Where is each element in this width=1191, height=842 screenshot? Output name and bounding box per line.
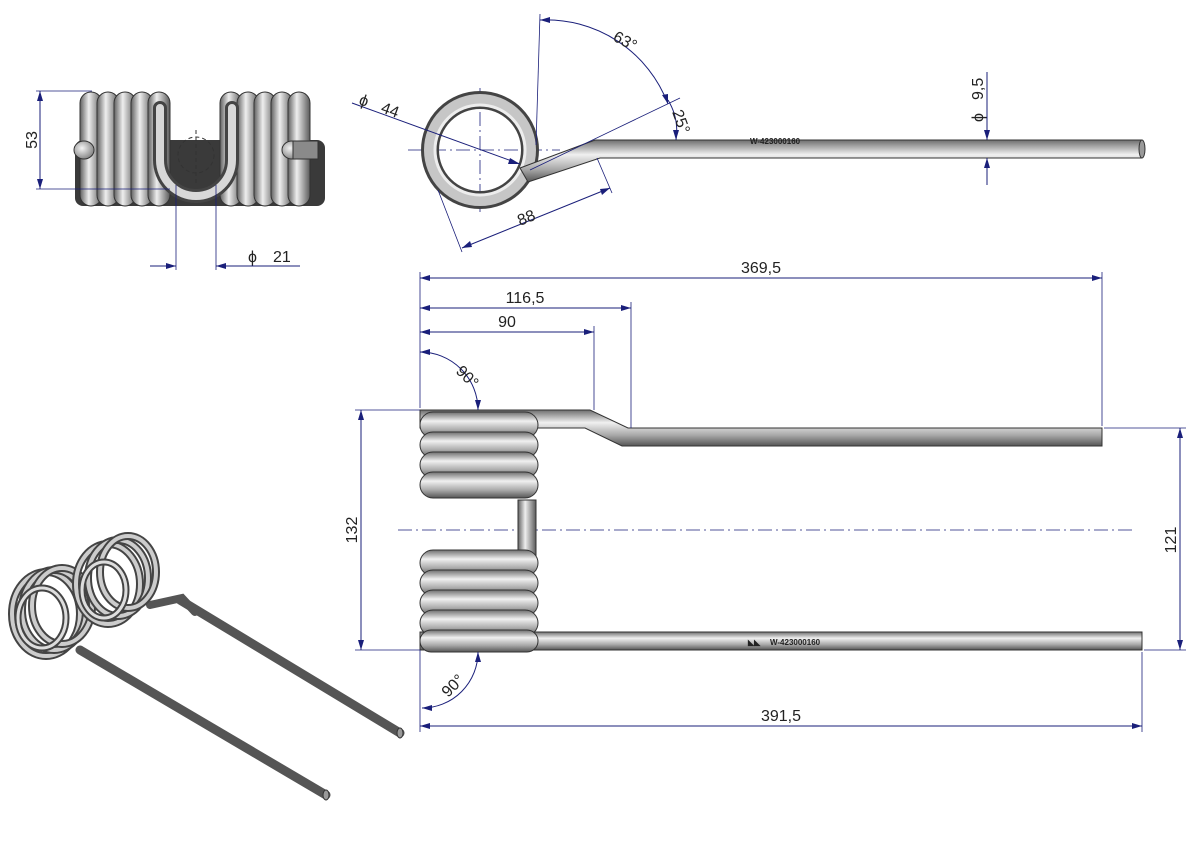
right-angle-bottom-label: 90° bbox=[439, 672, 468, 701]
front-view: 53 ϕ 21 bbox=[24, 90, 325, 270]
dim-bend-angle: 63° bbox=[535, 13, 669, 146]
offset-angle-label: 25° bbox=[668, 108, 692, 137]
side-view: W-423000160 ϕ 44 63° 25° bbox=[351, 13, 1146, 253]
wire-diameter-label: 9,5 bbox=[970, 78, 987, 100]
dim-total-length-top: 369,5 bbox=[419, 260, 1103, 426]
dim-bend-start: 90 bbox=[420, 314, 595, 410]
total-length-top-label: 369,5 bbox=[741, 260, 781, 277]
wire-diameter-symbol: ϕ bbox=[970, 113, 987, 122]
lower-coil bbox=[419, 549, 539, 653]
top-view-logo: ◣◣ bbox=[747, 638, 761, 647]
iso-right-coil bbox=[72, 532, 160, 628]
dim-wire-diameter: ϕ 9,5 bbox=[970, 72, 990, 185]
dim-right-angle-top: 90° bbox=[419, 349, 481, 411]
side-part-marking: W-423000160 bbox=[750, 137, 801, 146]
offset-length-label: 88 bbox=[515, 207, 538, 229]
dim-offset-start: 116,5 bbox=[420, 290, 632, 428]
upper-coil bbox=[419, 411, 539, 499]
eye-diameter-label: 44 bbox=[379, 100, 402, 122]
offset-start-label: 116,5 bbox=[506, 290, 545, 307]
loop-diameter-label: 21 bbox=[273, 249, 291, 266]
bend-start-label: 90 bbox=[498, 314, 516, 331]
coil-height-label: 53 bbox=[24, 131, 41, 149]
tine-spacing-label: 121 bbox=[1163, 527, 1180, 554]
top-view: ◣◣ W-423000160 369,5 bbox=[344, 260, 1186, 732]
dim-total-length-bottom: 391,5 bbox=[419, 650, 1143, 732]
dim-loop-diameter: ϕ 21 bbox=[150, 185, 300, 270]
eye-diameter-symbol: ϕ bbox=[357, 92, 371, 111]
total-length-bottom-label: 391,5 bbox=[761, 708, 801, 725]
bend-angle-label: 63° bbox=[610, 29, 639, 55]
dim-right-angle-bottom: 90° bbox=[421, 651, 481, 711]
diameter-symbol: ϕ bbox=[248, 249, 257, 266]
isometric-view bbox=[8, 532, 405, 801]
overall-width-label: 132 bbox=[344, 517, 361, 544]
dim-coil-height: 53 bbox=[24, 90, 170, 190]
dim-overall-width: 132 bbox=[344, 409, 420, 651]
dim-tine-spacing: 121 bbox=[1104, 427, 1186, 651]
dim-offset-length: 88 bbox=[437, 157, 613, 253]
right-angle-top-label: 90° bbox=[452, 363, 481, 392]
top-part-marking: W-423000160 bbox=[770, 638, 821, 647]
